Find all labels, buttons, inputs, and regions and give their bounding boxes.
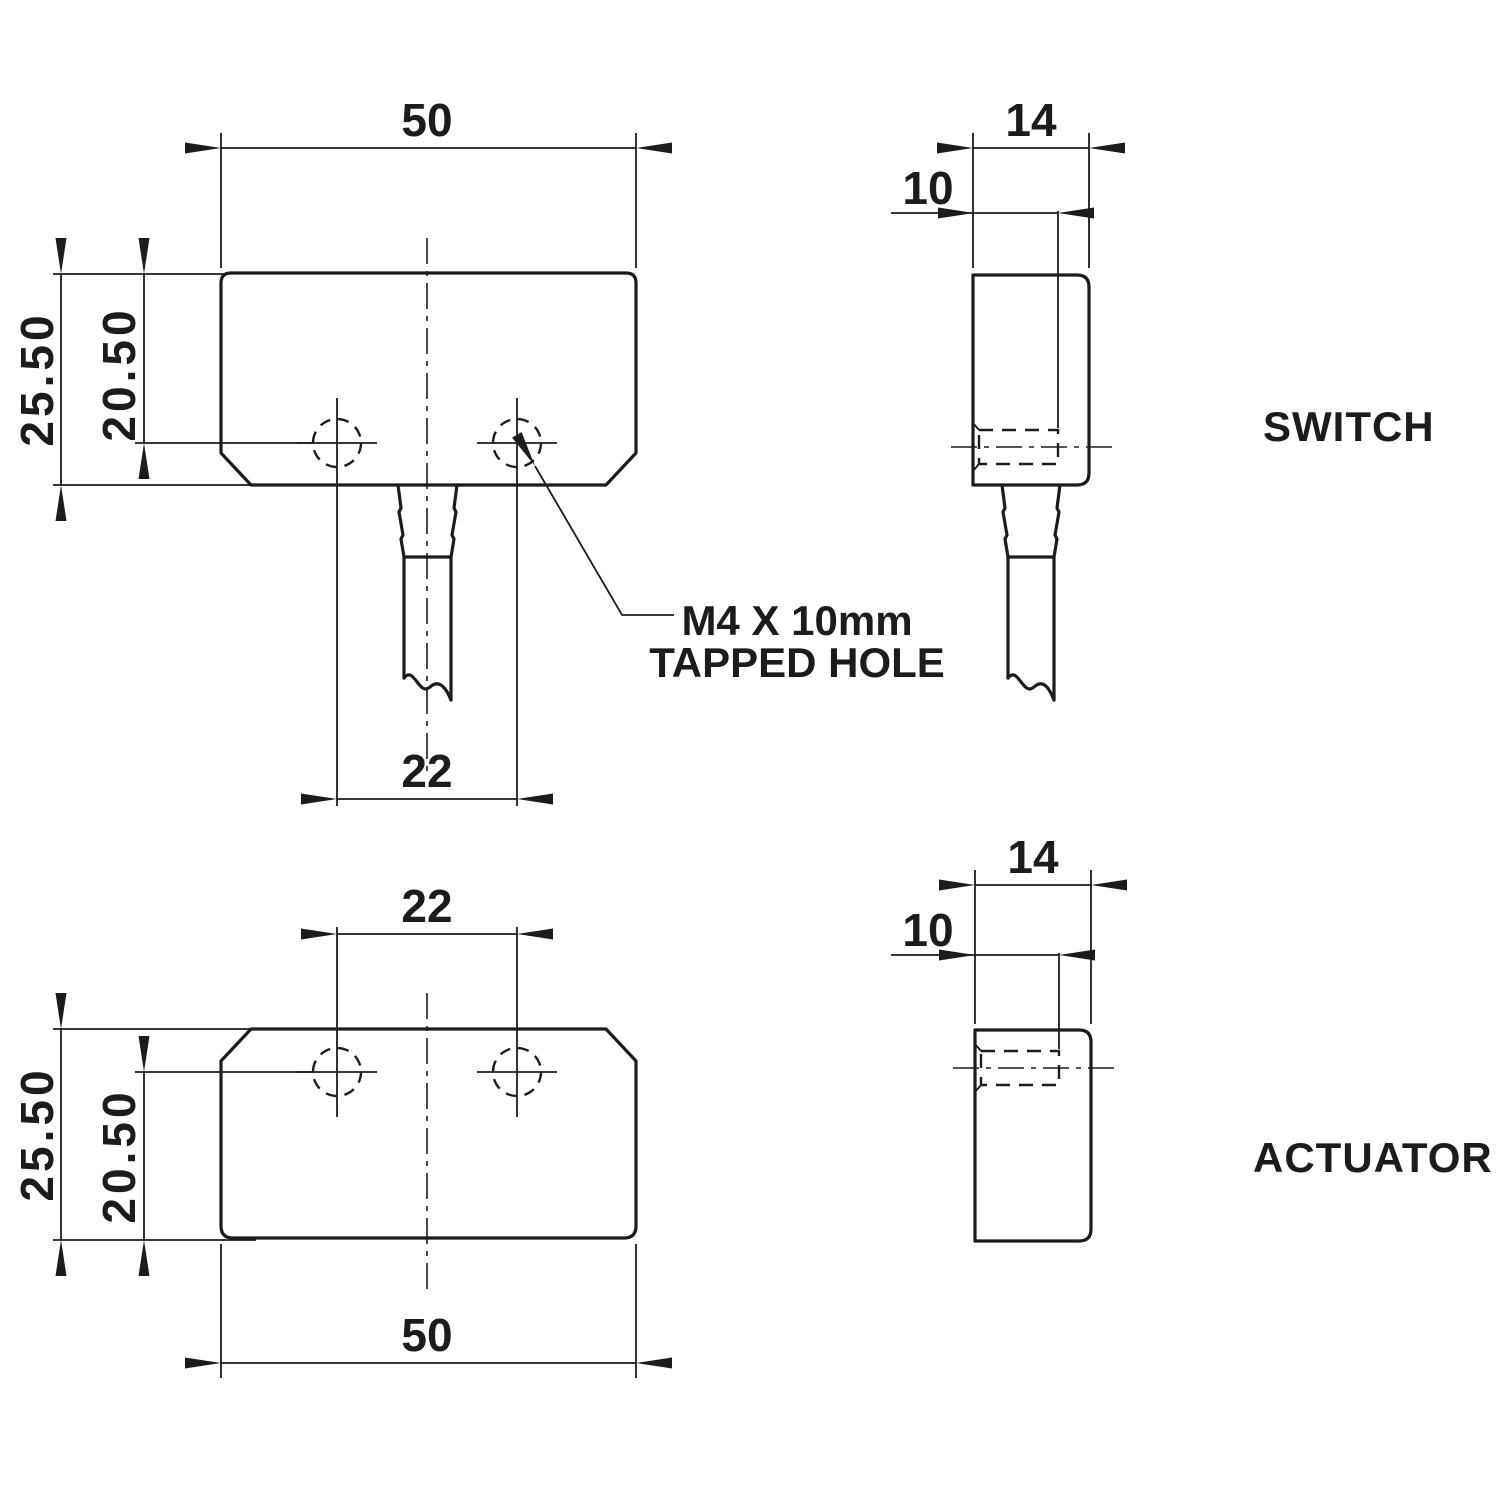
dim-value: 50 [401,1309,452,1361]
cable [402,555,453,702]
dim-actuator-height: 25.50 [11,993,256,1276]
switch-front-view: 50 25.50 20.50 22 M4 X 10mm TAPPED HOLE [11,94,945,806]
note-line-2: TAPPED HOLE [649,639,945,686]
cable-gland [396,483,459,559]
actuator-side-view: 14 10 ACTUATOR [891,831,1493,1243]
dim-switch-height: 25.50 [11,238,262,521]
dim-value: 10 [902,162,953,214]
hole-chamfer [972,422,980,431]
hidden-tapped-hole [953,953,1121,1093]
dim-value: 20.50 [93,1088,145,1223]
note-line-1: M4 X 10mm [681,597,912,644]
dim-actuator-hole-spacing: 22 [301,880,553,940]
hidden-tapped-hole [951,211,1119,472]
tapped-hole-right [477,398,557,806]
tapped-hole-right [477,927,557,1117]
actuator-side-outline [973,1028,1093,1243]
dim-value: 50 [401,94,452,146]
cable-break-line [402,673,453,702]
actuator-label: ACTUATOR [1253,1134,1493,1181]
hole-hidden-outline [979,1049,1061,1087]
dim-value: 25.50 [11,1066,63,1201]
dim-value: 14 [1007,831,1059,883]
dim-switch-hole-height: 20.50 [93,238,315,479]
tapped-hole-note: M4 X 10mm TAPPED HOLE [512,432,945,686]
dim-switch-depth: 14 [937,94,1125,268]
hole-chamfer [972,463,980,472]
hole-chamfer [974,1043,982,1052]
dim-actuator-hole-height: 20.50 [93,1036,315,1276]
switch-label: SWITCH [1263,403,1435,450]
switch-side-view: 14 10 SWITCH [891,94,1435,702]
leader-line [512,432,674,616]
dim-switch-hole-depth: 10 [891,162,1094,219]
cable [1006,555,1056,702]
dim-switch-hole-spacing: 22 [301,745,553,805]
actuator-front-view: 22 25.50 20.50 50 [11,880,672,1378]
dim-value: 14 [1005,94,1057,146]
dim-value: 25.50 [11,311,63,446]
dim-switch-width: 50 [185,94,672,268]
dim-actuator-depth: 14 [939,831,1127,1024]
dim-actuator-hole-depth: 10 [891,904,1095,961]
cable-gland [1000,483,1062,559]
hole-hidden-outline [977,428,1060,466]
tapped-hole-left [297,398,377,806]
actuator-body-outline [219,1027,638,1240]
hole-chamfer [974,1084,982,1093]
dim-value: 20.50 [93,306,145,441]
switch-side-outline [971,273,1091,487]
dim-actuator-width: 50 [185,1244,672,1378]
switch-body-outline [219,271,638,487]
dim-value: 22 [401,745,452,797]
tapped-hole-left [297,927,377,1117]
dim-value: 10 [902,904,953,956]
cable-break-line [1006,673,1056,702]
dim-value: 22 [401,880,452,932]
